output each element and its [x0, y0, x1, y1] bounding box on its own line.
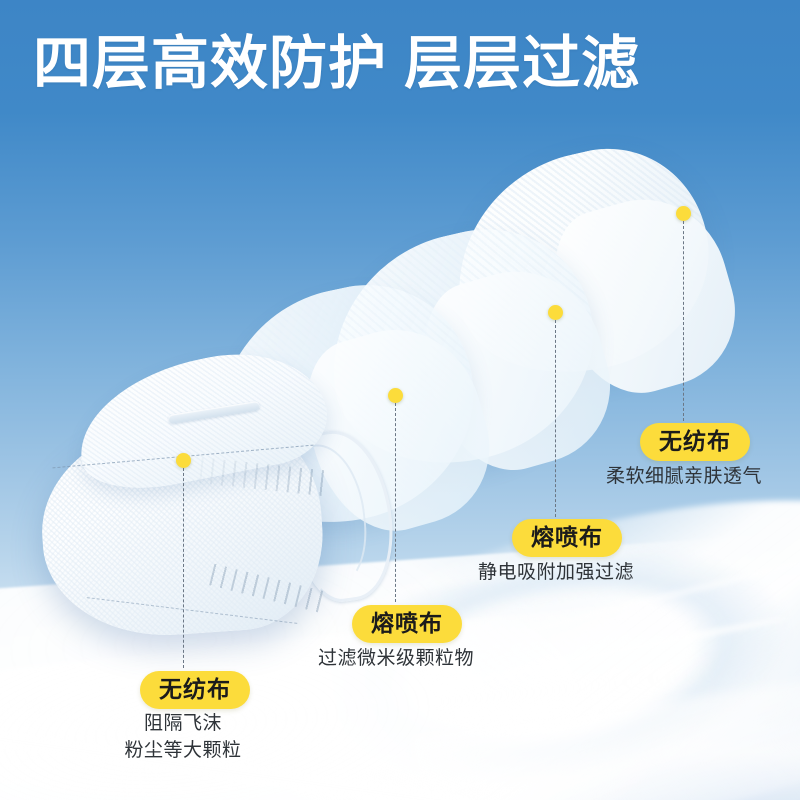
- callout-desc-line1: 过滤微米级颗粒物: [317, 648, 474, 669]
- callout-desc-line1: 阻隔飞沫: [143, 713, 222, 734]
- mask-layer-4-nonwoven: [441, 127, 724, 398]
- mask-nose-wire: [167, 400, 261, 425]
- mask-layer-3-side: [406, 251, 629, 488]
- callout-leader-layer-1: [183, 468, 184, 668]
- callout-desc-layer-2: 过滤微米级颗粒物: [306, 646, 486, 673]
- callout-dot-layer-3: [548, 305, 563, 320]
- callout-desc-layer-3: 静电吸附加强过滤: [466, 560, 646, 587]
- callout-badge-layer-3: 熔喷布: [512, 519, 622, 558]
- callout-badge-layer-2: 熔喷布: [352, 605, 462, 644]
- callout-badge-layer-1: 无纺布: [140, 671, 250, 710]
- callout-leader-layer-4: [683, 221, 684, 421]
- callout-desc-line1: 柔软细腻亲肤透气: [605, 466, 762, 487]
- callout-desc-line2: 粉尘等大颗粒: [124, 739, 242, 761]
- callout-dot-layer-2: [388, 388, 403, 403]
- fabric-wave-lower-right: [411, 664, 800, 800]
- page-title: 四层高效防护 层层过滤: [33, 31, 641, 96]
- mask-layer-4-side: [537, 180, 753, 410]
- callout-leader-layer-2: [395, 403, 396, 602]
- callout-desc-layer-4: 柔软细腻亲肤透气: [594, 464, 774, 491]
- callout-desc-line1: 静电吸附加强过滤: [477, 562, 634, 583]
- callout-leader-layer-3: [555, 320, 556, 517]
- callout-desc-layer-1: 阻隔飞沫 粉尘等大颗粒: [93, 711, 273, 765]
- callout-dot-layer-4: [676, 206, 691, 221]
- callout-badge-layer-4: 无纺布: [640, 423, 750, 462]
- mask-fold-seam-lower: [86, 597, 298, 624]
- callout-dot-layer-1: [176, 453, 191, 468]
